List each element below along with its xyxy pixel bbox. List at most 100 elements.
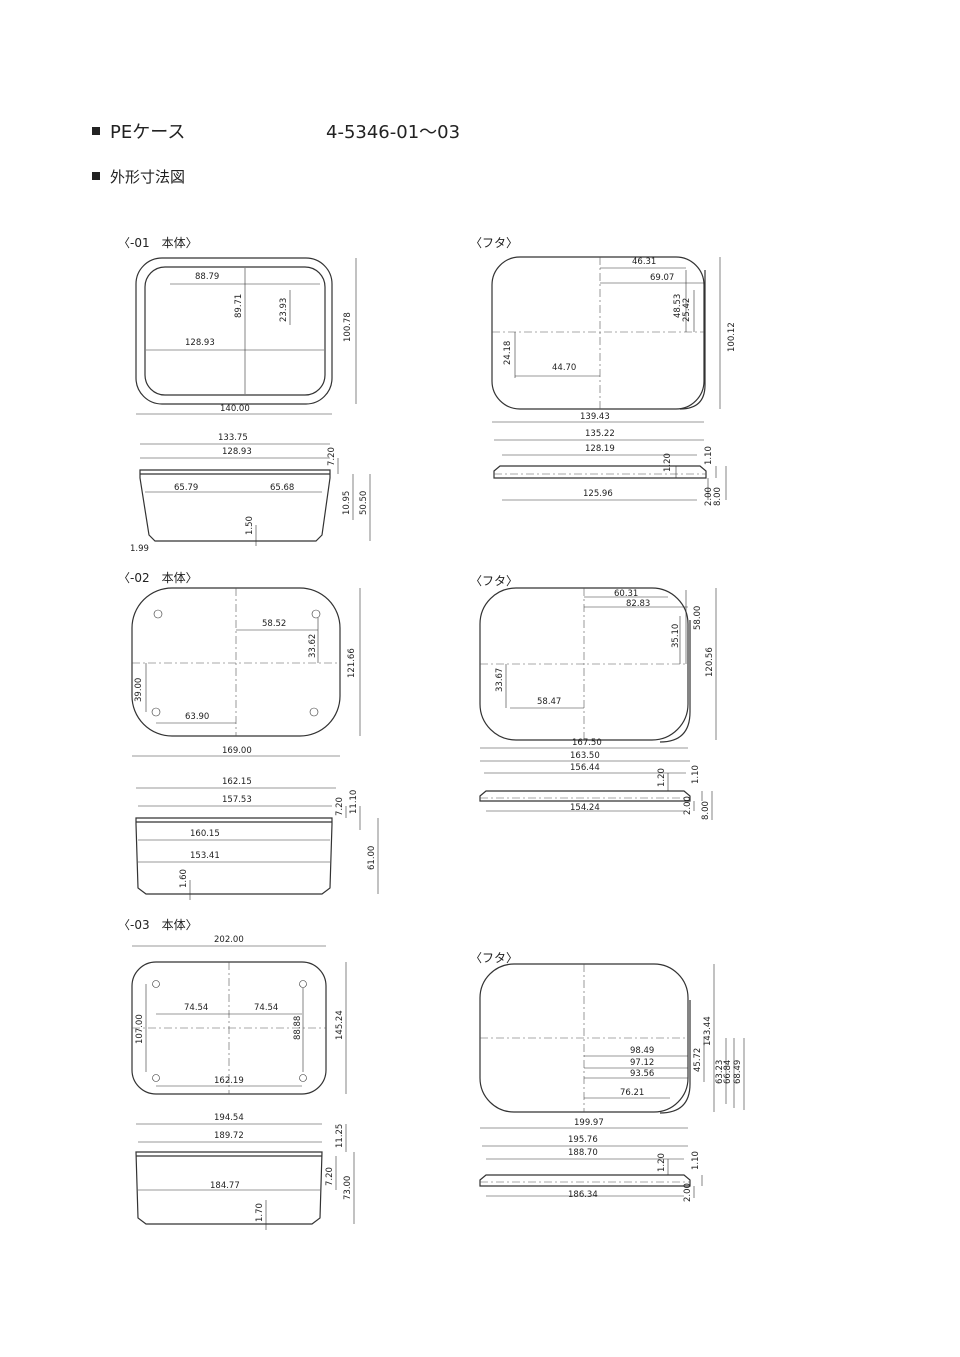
dim-l03-side-3: 1.10 [691,1151,701,1170]
m03-top-view: 202.00 74.54 74.54 107.00 88.88 145.24 1… [131,935,347,1095]
dim-l03-top-9: 199.97 [574,1118,604,1128]
dim-m03-top-5: 145.24 [335,1010,345,1040]
dim-l02-top-6: 58.47 [537,697,561,707]
dim-l02-side-5: 2.00 [683,796,693,815]
dim-m01-side-2: 7.20 [327,447,337,466]
dim-l03-top-7: 68.49 [733,1060,743,1084]
dim-m02-side-3: 11.10 [349,790,359,814]
l02-top-view: 60.31 82.83 58.00 35.10 120.56 33.67 58.… [479,587,717,749]
dim-l01-top-1: 69.07 [650,273,674,283]
dim-l01-side-0: 135.22 [585,429,615,439]
view-label-03-lid: 〈フタ〉 [470,951,519,965]
dim-m02-side-6: 61.00 [367,846,377,870]
m02-top-view: 58.52 33.62 121.66 39.00 63.90 169.00 [131,587,361,757]
view-label-01-lid: 〈フタ〉 [470,236,519,250]
dim-l01-top-6: 100.12 [727,322,737,352]
dim-l01-side-2: 1.20 [663,453,673,472]
dim-l02-top-1: 82.83 [626,599,650,609]
dim-m03-top-1: 74.54 [184,1003,208,1013]
m02-side-view: 162.15 157.53 7.20 11.10 160.15 153.41 6… [135,777,379,900]
l03-side-view: 195.76 188.70 1.20 1.10 186.34 2.00 [479,1135,703,1202]
dim-m01-top-0: 88.79 [195,272,219,282]
dim-m02-top-2: 121.66 [347,648,357,678]
dim-m02-side-7: 1.60 [179,869,189,888]
dim-m03-top-3: 107.00 [135,1014,145,1044]
dim-m01-side-1: 128.93 [222,447,252,457]
dim-l01-top-2: 48.53 [673,294,683,318]
dim-m03-side-3: 184.77 [210,1181,240,1191]
l01-top-view: 46.31 69.07 48.53 25.42 24.18 44.70 100.… [491,256,737,423]
dim-m02-side-5: 153.41 [190,851,220,861]
dim-m01-top-1: 89.71 [234,294,244,318]
dim-l01-side-6: 8.00 [713,487,723,506]
dim-m01-side-6: 50.50 [359,491,369,515]
dim-m01-side-8: 1.99 [130,544,149,554]
m01-side-view: 133.75 128.93 7.20 65.79 65.68 10.95 50.… [130,433,371,554]
dim-l01-side-5: 2.00 [704,487,714,506]
dim-m03-top-6: 162.19 [214,1076,244,1086]
dim-m02-top-3: 39.00 [134,678,144,702]
product-name: PEケース [110,122,186,143]
l02-side-view: 163.50 156.44 1.20 1.10 154.24 2.00 8.00 [479,751,713,820]
view-label-01-body: 〈-01 本体〉 [118,236,198,250]
section-title: 外形寸法図 [110,168,186,186]
dim-m02-top-1: 33.62 [308,634,318,658]
view-label-02-body: 〈-02 本体〉 [118,571,198,585]
product-code: 4-5346-01～03 [326,122,461,143]
dim-m02-side-0: 162.15 [222,777,252,787]
dim-l02-side-2: 1.20 [657,768,667,787]
dim-m02-side-2: 7.20 [335,797,345,816]
dim-l02-side-3: 1.10 [691,765,701,784]
view-label-02-lid: 〈フタ〉 [470,574,519,588]
dim-m03-side-0: 194.54 [214,1113,244,1123]
dim-m03-side-6: 1.70 [255,1203,265,1222]
dim-l01-top-4: 24.18 [503,341,513,365]
view-label-03-body: 〈-03 本体〉 [118,918,198,932]
dim-m02-top-4: 63.90 [185,712,209,722]
dim-l02-top-7: 167.50 [572,738,602,748]
dim-m01-side-5: 10.95 [342,491,352,515]
dim-m01-top-2: 23.93 [279,298,289,322]
dim-l03-side-1: 188.70 [568,1148,598,1158]
dim-l03-top-6: 66.84 [723,1060,733,1084]
dim-m03-side-2: 11.25 [335,1124,345,1148]
dim-m03-top-4: 88.88 [293,1016,303,1040]
dim-m02-top-0: 58.52 [262,619,286,629]
dim-m03-side-4: 7.20 [325,1167,335,1186]
dim-m02-top-5: 169.00 [222,746,252,756]
dim-l01-top-7: 139.43 [580,412,610,422]
dim-m03-side-1: 189.72 [214,1131,244,1141]
dim-l03-side-4: 186.34 [568,1190,598,1200]
dim-m02-side-4: 160.15 [190,829,220,839]
dim-m01-side-7: 1.50 [245,516,255,535]
dim-l03-top-3: 97.12 [630,1058,654,1068]
dim-l03-top-2: 45.72 [693,1048,703,1072]
dim-l02-top-3: 35.10 [671,624,681,648]
m01-top-view: 88.79 89.71 23.93 128.93 100.78 140.00 [135,257,357,415]
dim-l03-side-2: 1.20 [657,1153,667,1172]
dim-l01-side-1: 128.19 [585,444,615,454]
dim-l03-side-0: 195.76 [568,1135,598,1145]
dim-m02-side-1: 157.53 [222,795,252,805]
dim-m01-top-3: 128.93 [185,338,215,348]
dim-m03-top-2: 74.54 [254,1003,278,1013]
dim-l02-side-4: 154.24 [570,803,600,813]
dim-l03-side-5: 2.00 [683,1183,693,1202]
dim-l03-top-4: 93.56 [630,1069,654,1079]
dim-m01-top-5: 140.00 [220,404,250,414]
dim-l01-top-3: 25.42 [682,298,692,322]
dim-l01-side-4: 125.96 [583,489,613,499]
dim-l01-top-0: 46.31 [632,257,656,267]
dim-l01-top-5: 44.70 [552,363,576,373]
bullet-square-icon [92,127,100,135]
dim-l02-top-5: 33.67 [495,668,505,692]
dim-m01-side-4: 65.68 [270,483,294,493]
dim-l02-side-1: 156.44 [570,763,600,773]
product-heading: PEケース [92,118,185,144]
bullet-square-icon [92,171,100,180]
section-heading: 外形寸法図 [92,166,185,187]
dim-l02-top-4: 120.56 [705,647,715,677]
dim-l01-side-3: 1.10 [704,446,714,465]
dim-l03-top-1: 98.49 [630,1046,654,1056]
